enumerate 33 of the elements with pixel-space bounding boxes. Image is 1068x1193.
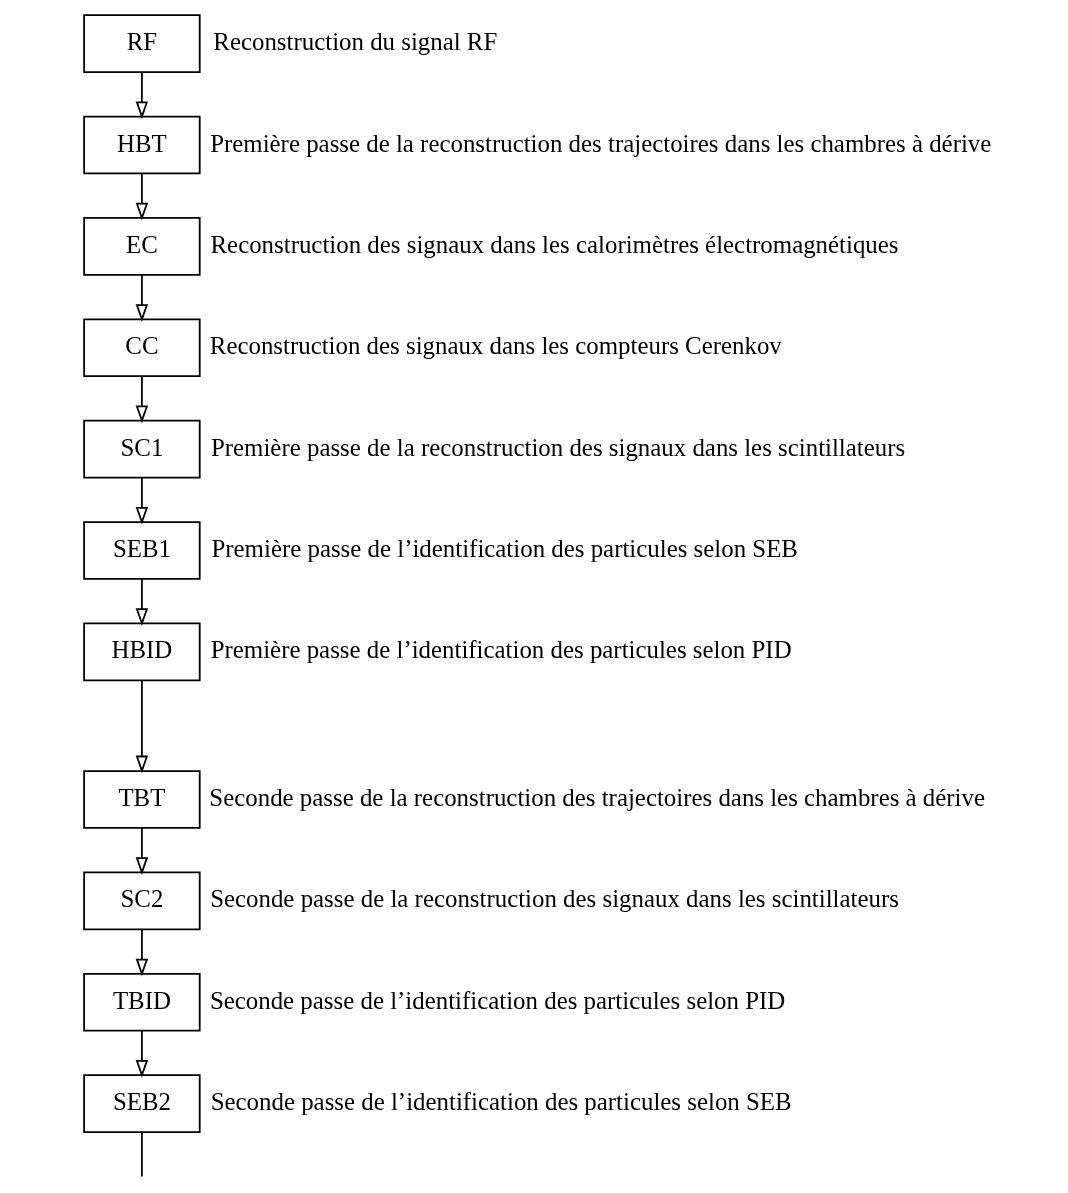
arrow [135,274,148,322]
node-label: Reconstruction des signaux dans les compteurs Cerenkov [209,332,782,360]
node-box: EC [82,217,201,276]
node-label: Seconde passe de l’identification des particules selon SEB [210,1088,792,1116]
arrow [135,172,148,221]
node-label: Seconde passe de la reconstruction des signaux dans les scintillateurs [209,885,899,913]
connector [140,1131,143,1178]
node-box: TBT [82,770,201,829]
node-box: SEB2 [82,1074,201,1133]
node-label: Seconde passe de la reconstruction des trajectoires dans les chambres à dérive [208,784,985,812]
node-label: Seconde passe de l’identification des particules selon PID [209,986,785,1014]
arrow [135,679,148,774]
node-box: RF [82,14,201,73]
node-box: SC2 [82,871,201,931]
node-label: Première passe de la reconstruction des trajectoires dans les chambres à dérive [209,129,991,157]
arrow [135,476,148,525]
node-box: CC [82,318,201,378]
node-label: Reconstruction des signaux dans les calorimètres électromagnétiques [210,230,899,258]
node-label: Première passe de la reconstruction des signaux dans les scintillateurs [210,433,905,461]
node-label: Première passe de l’identification des particules selon PID [210,636,792,664]
arrow [135,578,148,627]
arrow [135,827,148,876]
node-box: TBID [82,972,201,1032]
node-box: SEB1 [82,521,201,580]
arrow [135,928,148,977]
node-label: Première passe de l’identification des particules selon SEB [210,535,798,563]
arrow [135,375,148,424]
node-label: Reconstruction du signal RF [212,28,497,56]
arrow [135,1029,148,1078]
node-box: HBT [82,115,201,175]
node-box: SC1 [82,419,201,479]
arrow [135,71,148,120]
node-box: HBID [82,622,201,682]
